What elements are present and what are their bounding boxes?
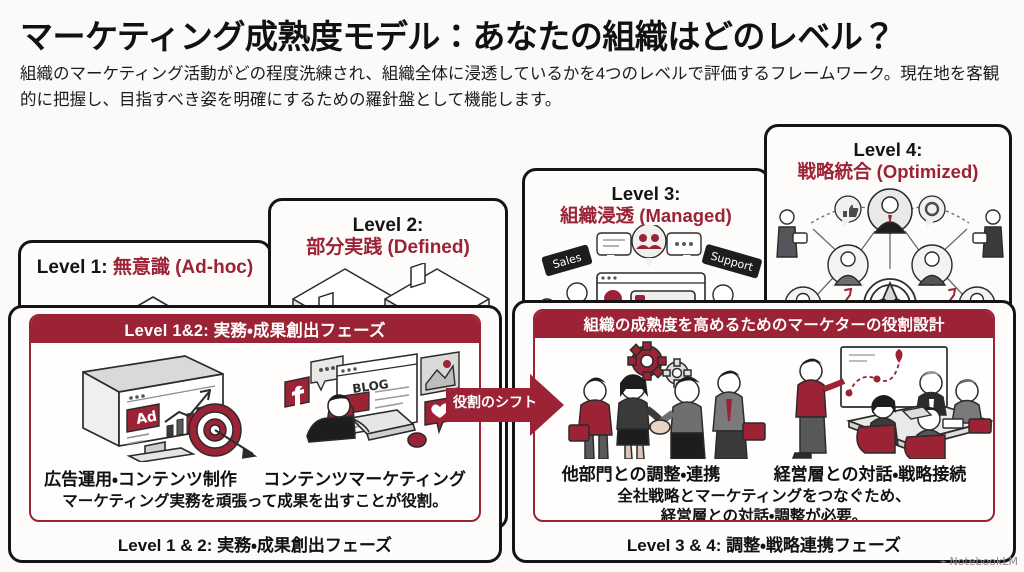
- role-shift-arrow: 役割のシフト: [444, 372, 566, 438]
- phase-right-inner: 組織の成熟度を高めるためのマーケターの役割設計: [533, 309, 995, 522]
- ad-monitor-chart-target-icon: Ad: [67, 350, 257, 462]
- level-4-title: 戦略統合 (Optimized): [797, 160, 979, 182]
- phase-right-banner: 組織の成熟度を高めるためのマーケターの役割設計: [535, 311, 993, 338]
- handshake-gears-team-icon: [561, 341, 767, 459]
- notebooklm-watermark-text: NotebookLM: [949, 555, 1018, 568]
- phase-left-note: マーケティング実務を頑張って成果を出すことが役割。: [62, 493, 448, 510]
- phase-panel-left: Level 1&2: 実務・成果創出フェーズ Ad: [8, 305, 502, 563]
- blogger-laptop-social-icon: BLOG: [277, 344, 467, 464]
- level-3-title: 組織浸透 (Managed): [560, 204, 732, 226]
- level-1-number: Level 1:: [36, 257, 108, 278]
- page-title: マーケティング成熟度モデル：あなたの組織はどのレベル？: [20, 18, 895, 55]
- phase-right-note-line-1: 全社戦略とマーケティングをつなぐため、: [617, 488, 911, 505]
- level-2-number: Level 2:: [352, 215, 424, 236]
- level-3-heading: Level 3: 組織浸透 (Managed): [525, 183, 767, 227]
- phase-left-banner: Level 1&2: 実務・成果創出フェーズ: [31, 316, 479, 343]
- level-4-heading: Level 4: 戦略統合 (Optimized): [767, 139, 1009, 183]
- phase-left-inner: Level 1&2: 実務・成果創出フェーズ Ad: [29, 314, 481, 522]
- page-subtitle: 組織のマーケティング活動がどの程度洗練され、組織全体に浸透しているかを4つのレベ…: [20, 65, 1000, 109]
- level-4-number: Level 4:: [853, 139, 923, 160]
- notebooklm-watermark: ⌁ NotebookLM: [940, 555, 1018, 568]
- phase-right-caption-1: 他部門との調整・連携: [561, 465, 721, 484]
- level-2-title: 部分実践 (Defined): [306, 237, 470, 259]
- level-1-title: 無意識 (Ad-hoc): [112, 257, 254, 278]
- phase-left-captions: 広告運用・コンテンツ制作 コンテンツマーケティング: [31, 465, 479, 490]
- phase-right-note-line-2: 経営層との対話・調整が必要。: [660, 507, 868, 522]
- phase-left-caption-2: コンテンツマーケティング: [263, 470, 466, 489]
- level-1-heading: Level 1: 無意識 (Ad-hoc): [21, 257, 269, 279]
- notebooklm-logo-icon: ⌁: [939, 555, 947, 568]
- phase-left-footer: Level 1 & 2: 実務・成果創出フェーズ: [117, 536, 393, 555]
- phase-right-caption-2: 経営層との対話・戦略接続: [773, 465, 967, 484]
- level-2-heading: Level 2: 部分実践 (Defined): [271, 215, 505, 260]
- phase-panel-right: 組織の成熟度を高めるためのマーケターの役割設計: [512, 300, 1016, 563]
- phase-left-caption-1: 広告運用・コンテンツ制作: [44, 470, 237, 489]
- phase-right-captions: 他部門との調整・連携 経営層との対話・戦略接続: [535, 460, 993, 485]
- phase-right-footer: Level 3 & 4: 調整・戦略連携フェーズ: [626, 536, 902, 555]
- phase-right-note: 全社戦略とマーケティングをつなぐため、 経営層との対話・調整が必要。: [535, 487, 993, 522]
- boardroom-presentation-icon: [783, 341, 993, 459]
- level-3-number: Level 3:: [611, 183, 681, 204]
- svg-text:Ad: Ad: [135, 409, 158, 428]
